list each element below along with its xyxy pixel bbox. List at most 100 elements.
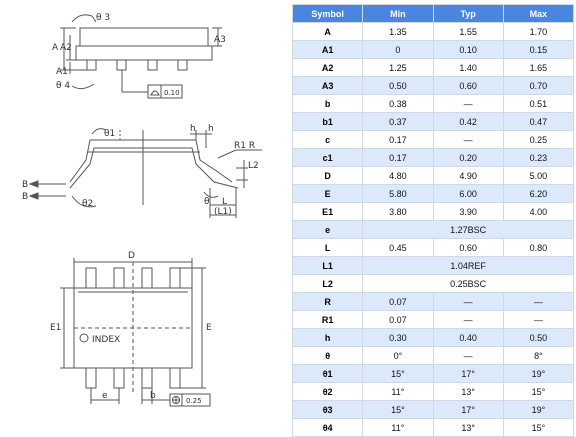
package-drawings: θ 3 A A2 A3 A1 θ 4 0.10 θ1 h h R1 R L2 B… [0,0,290,431]
header-min: Min [362,4,434,23]
label-h-chamfer: h [208,124,214,134]
cell-max: 0.51 [502,94,575,113]
label-A: A [52,43,59,53]
cell-typ: — [432,130,504,149]
cell-typ: 17° [432,364,504,383]
cell-typ: — [432,346,504,365]
cell-span-value: 0.25BSC [362,274,574,293]
cell-typ: 3.90 [432,202,504,221]
cell-max: 15° [502,418,575,437]
cell-max: 1.65 [502,58,575,77]
cell-max: 4.00 [502,202,575,221]
cell-typ: 0.60 [432,76,504,95]
package-outline-drawing: θ 3 A A2 A3 A1 θ 4 0.10 θ1 h h R1 R L2 B… [22,13,262,407]
cell-max: 0.15 [502,40,575,59]
header-typ: Typ [432,4,504,23]
cell-symbol: L1 [291,256,364,275]
cell-symbol: θ2 [291,382,364,401]
cell-max: 0.70 [502,76,575,95]
cell-typ: — [432,94,504,113]
cell-symbol: c [291,130,364,149]
cell-min: 0.07 [362,310,434,329]
cell-max: — [502,292,575,311]
cell-symbol: A3 [291,76,364,95]
cell-symbol: θ [291,346,364,365]
cell-max: 0.25 [502,130,575,149]
cell-min: 11° [362,418,434,437]
label-A3: A3 [214,35,226,45]
cell-max: 0.23 [502,148,575,167]
cell-min: 15° [362,364,434,383]
cell-typ: 0.10 [432,40,504,59]
label-b: b [150,391,156,401]
cell-typ: 0.60 [432,238,504,257]
cell-max: 0.80 [502,238,575,257]
cell-min: 3.80 [362,202,434,221]
label-flatness: 0.10 [164,89,180,97]
cell-symbol: E [291,184,364,203]
label-e: e [102,391,108,401]
label-A1: A1 [56,67,68,77]
label-A2: A2 [60,43,72,53]
label-R1R: R1 R [234,141,255,151]
cell-symbol: A2 [291,58,364,77]
cell-symbol: D [291,166,364,185]
cell-min: 0.17 [362,148,434,167]
label-E1: E1 [50,323,61,333]
cell-typ: 0.42 [432,112,504,131]
label-E: E [206,323,212,333]
label-theta1: θ1 [104,129,115,139]
cell-min: 0.50 [362,76,434,95]
cell-min: 0.45 [362,238,434,257]
cell-max: 0.47 [502,112,575,131]
label-theta4: θ 4 [56,81,70,91]
cell-symbol: θ1 [291,364,364,383]
cell-symbol: A [291,22,364,41]
cell-min: 11° [362,382,434,401]
cell-max: 5.00 [502,166,575,185]
cell-typ: 17° [432,400,504,419]
cell-symbol: θ3 [291,400,364,419]
cell-max: 6.20 [502,184,575,203]
table-header-row: Symbol Min Typ Max [291,4,575,23]
cell-typ: 13° [432,382,504,401]
cell-symbol: R1 [291,310,364,329]
cell-min: 0.30 [362,328,434,347]
cell-typ: 6.00 [432,184,504,203]
cell-symbol: E1 [291,202,364,221]
cell-min: 0.17 [362,130,434,149]
cell-symbol: R [291,292,364,311]
cell-min: 1.35 [362,22,434,41]
cell-typ: 0.20 [432,148,504,167]
cell-typ: 1.40 [432,58,504,77]
cell-symbol: c1 [291,148,364,167]
cell-span-value: 1.04REF [362,256,574,275]
label-index: INDEX [92,335,120,345]
cell-typ: — [432,292,504,311]
cell-symbol: L2 [291,274,364,293]
cell-min: 15° [362,400,434,419]
label-L2: L2 [248,161,259,171]
cell-span-value: 1.27BSC [362,220,574,239]
cell-typ: 13° [432,418,504,437]
cell-symbol: e [291,220,364,239]
cell-max: 1.70 [502,22,575,41]
cell-min: 0.37 [362,112,434,131]
cell-typ: 0.40 [432,328,504,347]
label-theta: θ [204,197,210,207]
cell-typ: 1.55 [432,22,504,41]
cell-max: 15° [502,382,575,401]
cell-symbol: b [291,94,364,113]
